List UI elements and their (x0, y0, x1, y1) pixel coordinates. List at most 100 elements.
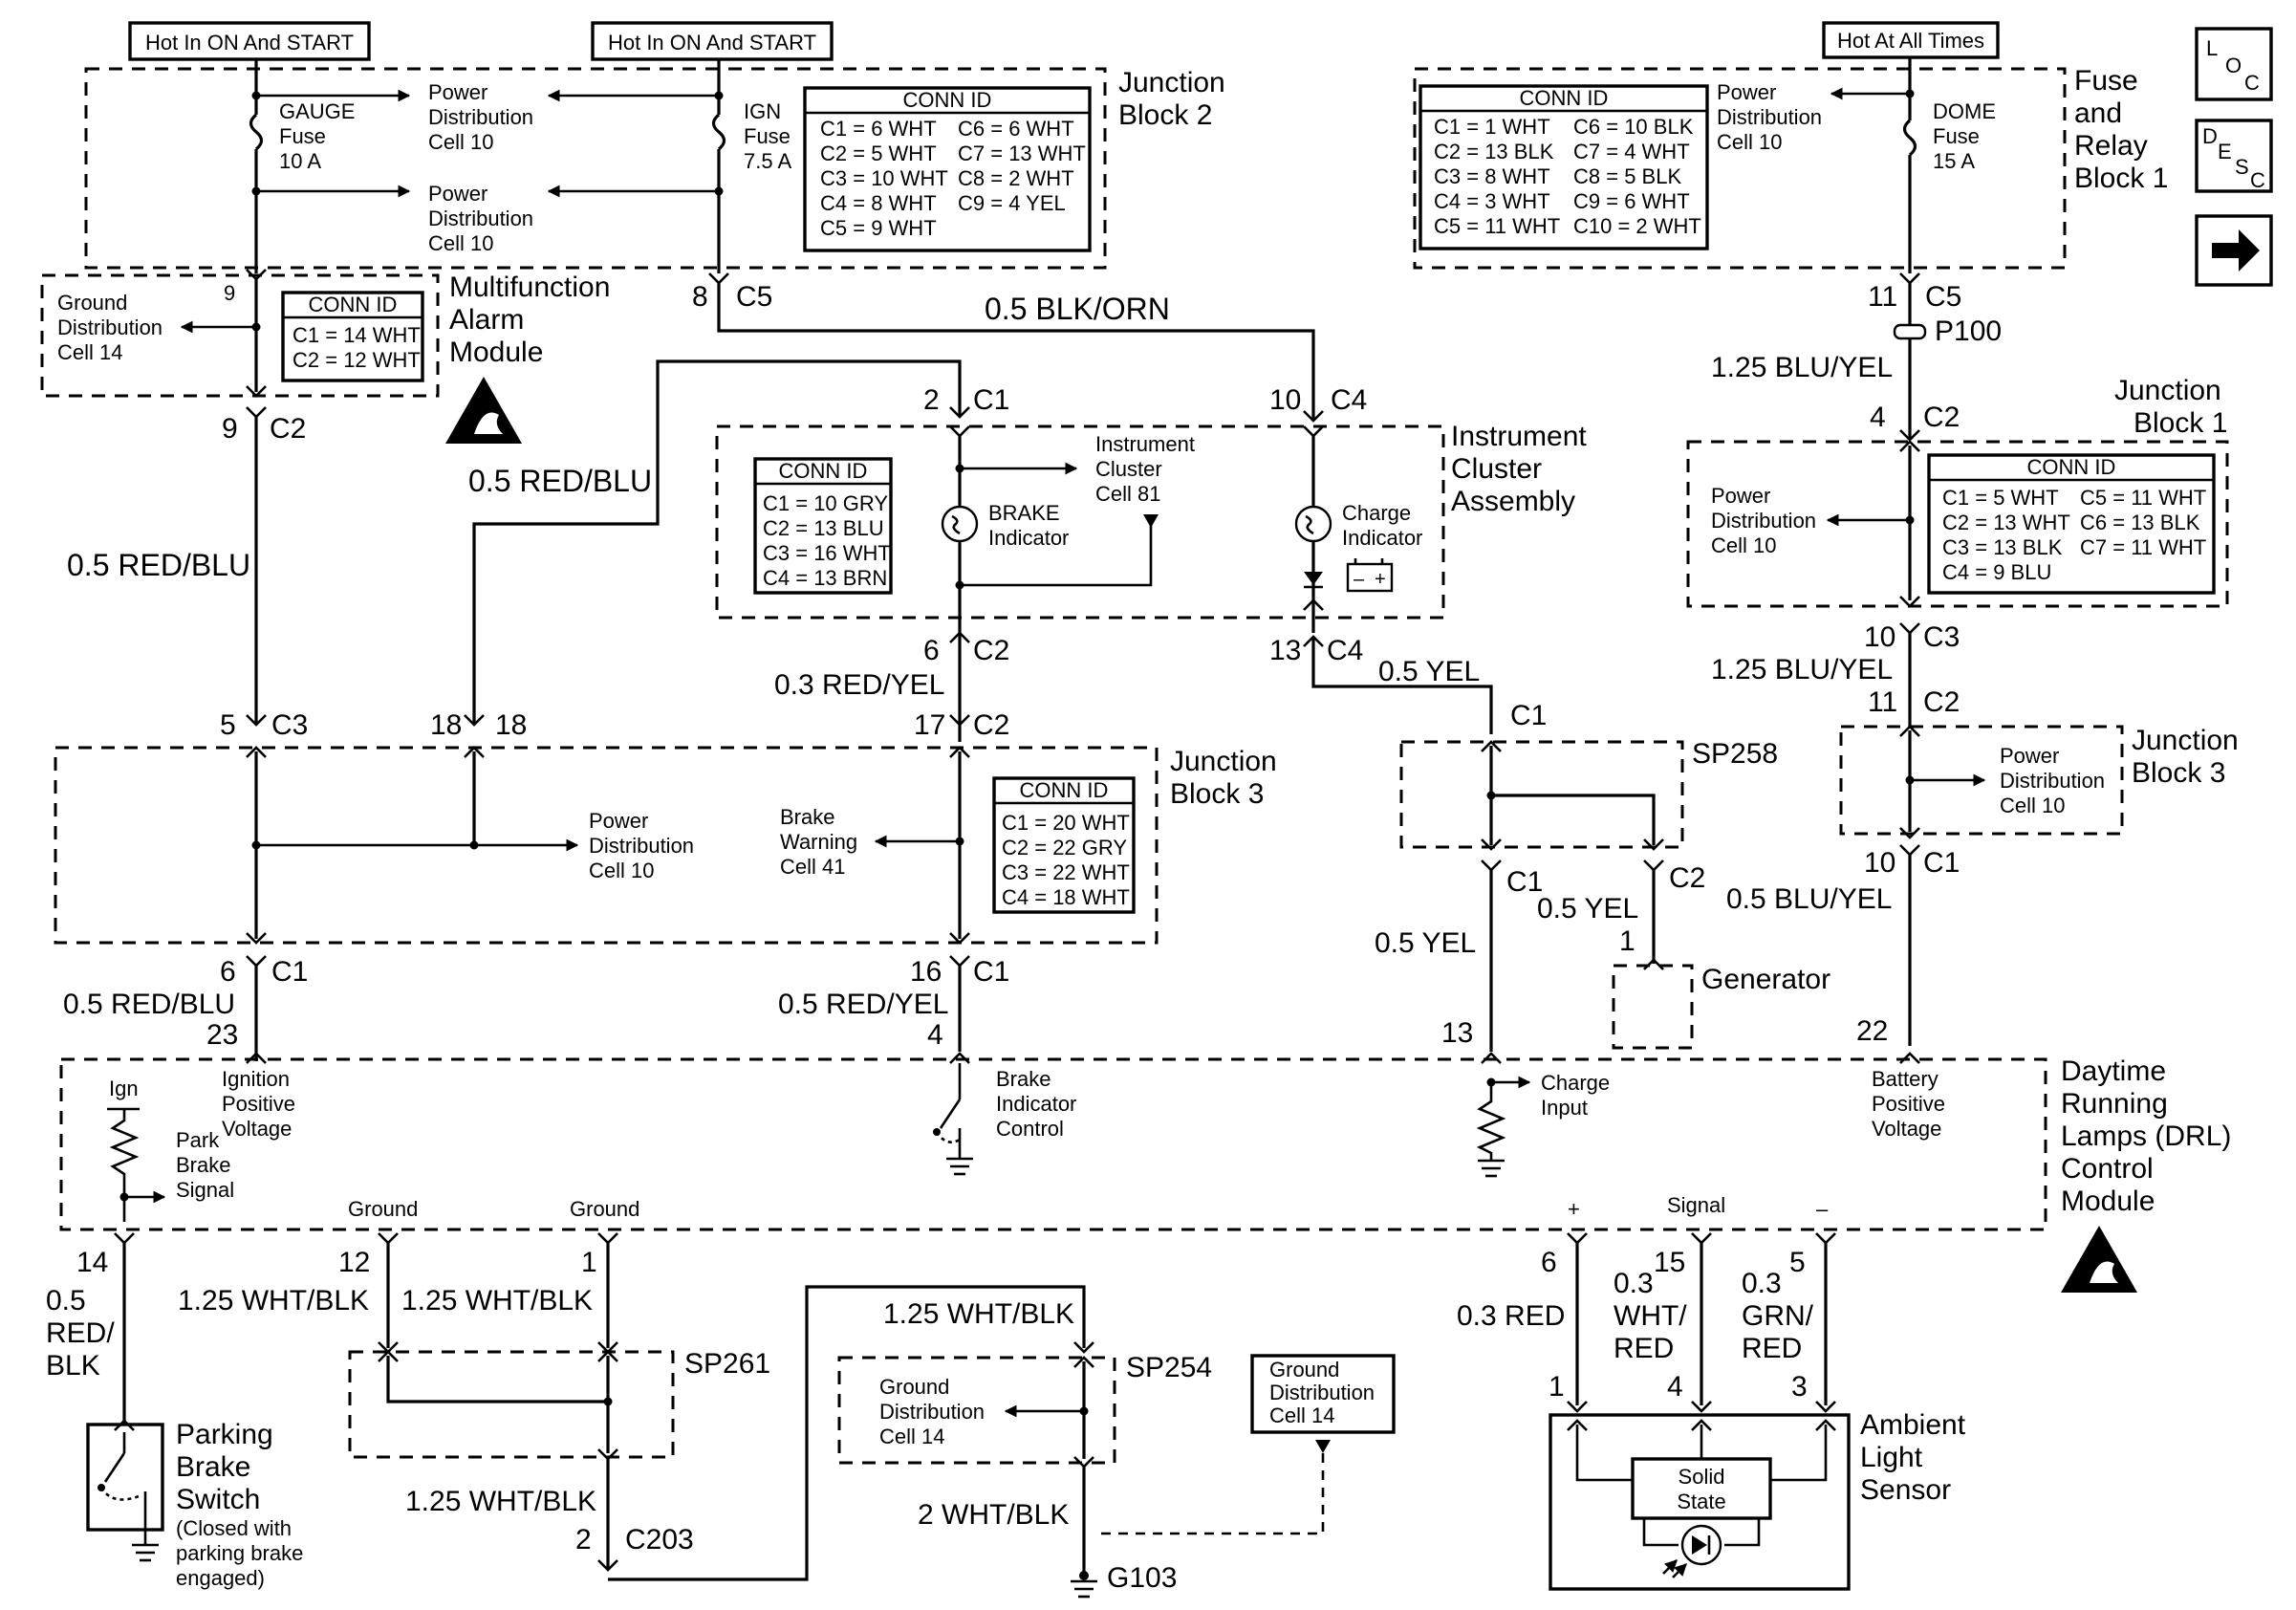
svg-text:C1 = 14 WHT: C1 = 14 WHT (292, 323, 421, 347)
svg-text:C3: C3 (271, 709, 308, 741)
svg-text:Fuse: Fuse (279, 124, 326, 148)
svg-text:10 A: 10 A (279, 149, 321, 173)
svg-text:10: 10 (1864, 847, 1895, 879)
svg-text:Fuse: Fuse (1933, 124, 1980, 148)
svg-text:Ignition: Ignition (222, 1067, 290, 1091)
svg-text:1: 1 (581, 1247, 597, 1278)
svg-text:Indicator: Indicator (988, 526, 1069, 550)
svg-text:Fuse: Fuse (2074, 65, 2138, 97)
svg-text:S: S (2235, 155, 2249, 179)
svg-text:2: 2 (575, 1524, 592, 1556)
svg-text:C5 = 11 WHT: C5 = 11 WHT (2080, 486, 2206, 510)
svg-text:1.25 WHT/BLK: 1.25 WHT/BLK (405, 1486, 596, 1517)
charge-indicator-lamp-icon (1294, 505, 1332, 543)
svg-text:C2 = 5 WHT: C2 = 5 WHT (820, 141, 937, 165)
svg-text:L: L (2206, 36, 2218, 60)
svg-text:Positive: Positive (1872, 1092, 1945, 1116)
desc-icon[interactable]: D E S C (2195, 119, 2273, 193)
svg-text:C4 = 8 WHT: C4 = 8 WHT (820, 191, 937, 215)
svg-text:Block 3: Block 3 (2132, 757, 2225, 789)
svg-text:BRAKE: BRAKE (988, 501, 1060, 525)
svg-text:17: 17 (914, 709, 945, 741)
svg-text:Distribution: Distribution (1269, 1381, 1375, 1404)
svg-text:0.5 RED/YEL: 0.5 RED/YEL (778, 989, 948, 1020)
svg-text:RED: RED (1614, 1333, 1674, 1364)
svg-text:Block 1: Block 1 (2074, 163, 2168, 194)
svg-text:18: 18 (430, 709, 462, 741)
esd-warning-icon-2 (2061, 1226, 2137, 1293)
cluster-conn-id-table: CONN ID C1 = 10 GRY C2 = 13 BLU C3 = 16 … (753, 457, 893, 595)
svg-text:Brake: Brake (996, 1067, 1051, 1091)
svg-text:Light: Light (1860, 1442, 1923, 1473)
svg-text:Cell 10: Cell 10 (1711, 533, 1776, 557)
svg-text:C1 = 6 WHT: C1 = 6 WHT (820, 117, 937, 141)
svg-text:Solid: Solid (1679, 1465, 1725, 1489)
svg-text:C5: C5 (1925, 281, 1961, 313)
svg-text:C1: C1 (1506, 866, 1543, 898)
svg-text:1.25 WHT/BLK: 1.25 WHT/BLK (178, 1285, 369, 1316)
svg-text:1: 1 (1549, 1371, 1565, 1403)
svg-text:Generator: Generator (1701, 964, 1830, 995)
sp261: SP261 (348, 1348, 770, 1459)
svg-text:15 A: 15 A (1933, 149, 1975, 173)
svg-text:C2: C2 (973, 709, 1009, 741)
svg-text:Power: Power (1711, 484, 1770, 508)
svg-text:Indicator: Indicator (996, 1092, 1076, 1116)
svg-text:C5 = 9 WHT: C5 = 9 WHT (820, 216, 937, 240)
svg-text:0.5 RED/BLU: 0.5 RED/BLU (67, 548, 250, 582)
svg-text:C8 = 2 WHT: C8 = 2 WHT (958, 166, 1074, 190)
svg-text:Cell 41: Cell 41 (780, 855, 845, 879)
svg-text:Alarm: Alarm (449, 304, 524, 336)
photodiode-icon (1662, 1524, 1722, 1578)
svg-text:Indicator: Indicator (1342, 526, 1422, 550)
svg-text:C4: C4 (1331, 384, 1367, 416)
svg-text:2: 2 (923, 384, 940, 416)
svg-text:0.3: 0.3 (1742, 1268, 1782, 1299)
svg-text:Hot At All Times: Hot At All Times (1837, 29, 1984, 53)
svg-text:E: E (2218, 140, 2232, 163)
svg-text:SP254: SP254 (1126, 1352, 1212, 1383)
svg-text:0.5 YEL: 0.5 YEL (1375, 927, 1476, 959)
battery-icon: – + (1346, 558, 1394, 593)
g103-ground-icon (1071, 1571, 1097, 1599)
svg-text:engaged): engaged) (176, 1566, 265, 1590)
svg-text:Cell 10: Cell 10 (1717, 130, 1782, 154)
svg-text:Cell 14: Cell 14 (879, 1425, 944, 1448)
svg-text:C2: C2 (270, 413, 306, 445)
svg-text:Multifunction: Multifunction (449, 272, 610, 303)
svg-text:Distribution: Distribution (879, 1400, 985, 1424)
ground-distribution-box: Ground Distribution Cell 14 (1250, 1354, 1396, 1434)
svg-text:Ground: Ground (570, 1197, 639, 1221)
svg-text:C3: C3 (1923, 621, 1960, 653)
svg-text:D: D (2202, 124, 2218, 148)
svg-text:Cell 10: Cell 10 (2000, 794, 2065, 817)
svg-text:C1 = 20 WHT: C1 = 20 WHT (1002, 811, 1130, 835)
svg-text:C2: C2 (1923, 686, 1960, 718)
svg-text:0.5 RED/BLU: 0.5 RED/BLU (468, 464, 652, 498)
svg-text:Charge: Charge (1541, 1071, 1610, 1095)
svg-text:Cell 81: Cell 81 (1095, 482, 1160, 506)
svg-text:Running: Running (2061, 1088, 2168, 1120)
svg-text:0.3 RED: 0.3 RED (1457, 1300, 1565, 1332)
svg-text:C2 = 22 GRY: C2 = 22 GRY (1002, 836, 1127, 859)
svg-text:9: 9 (222, 413, 238, 445)
svg-text:Module: Module (2061, 1186, 2155, 1217)
svg-text:Warning: Warning (780, 830, 857, 854)
svg-text:6: 6 (220, 956, 236, 988)
svg-text:Distribution: Distribution (428, 207, 533, 230)
svg-text:Daytime: Daytime (2061, 1055, 2166, 1087)
svg-text:11: 11 (1868, 281, 1897, 313)
junction-block-3-left: Junction Block 3 (54, 746, 1277, 945)
loc-icon[interactable]: L O C (2195, 27, 2273, 101)
svg-text:Distribution: Distribution (57, 315, 162, 339)
svg-text:Cell 10: Cell 10 (428, 130, 493, 154)
svg-text:5: 5 (220, 709, 236, 741)
svg-text:–: – (1354, 569, 1365, 590)
svg-text:Ambient: Ambient (1860, 1409, 1966, 1441)
right-arrow-icon[interactable] (2195, 214, 2273, 287)
svg-text:11: 11 (1868, 686, 1897, 718)
park-brake-signal-resistor-icon (107, 1107, 140, 1222)
svg-text:CONN ID: CONN ID (2027, 455, 2116, 479)
svg-text:CONN ID: CONN ID (779, 459, 868, 483)
